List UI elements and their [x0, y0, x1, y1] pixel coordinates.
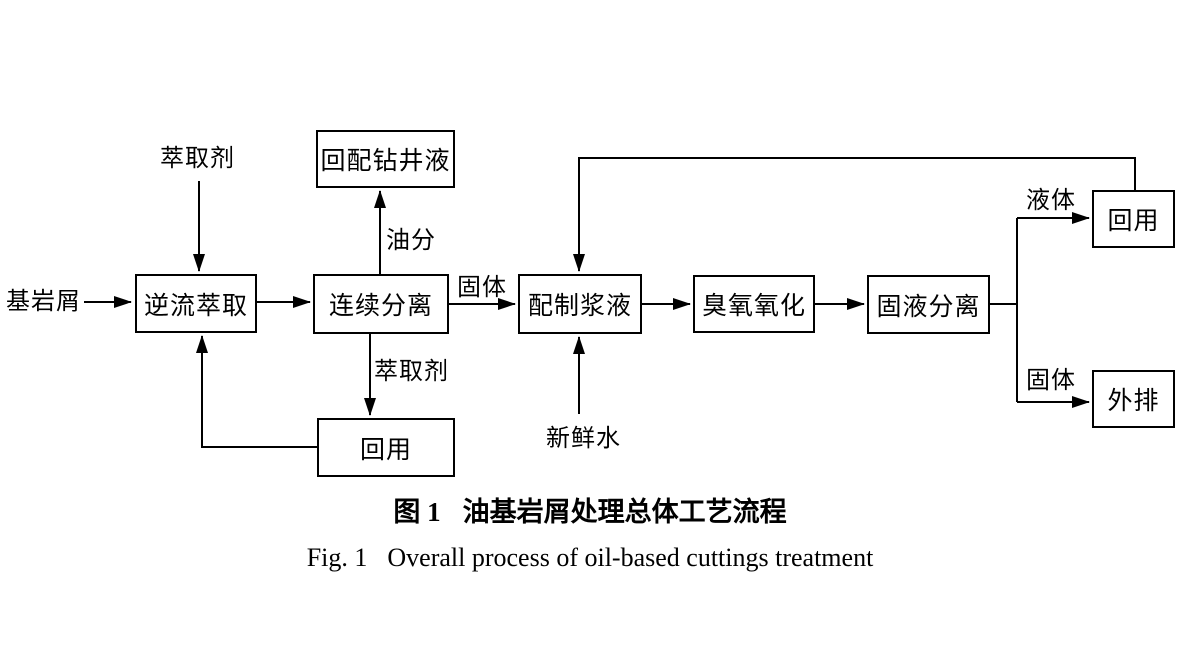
node-discharge: 外排	[1092, 370, 1175, 428]
node-reuse-extractant: 回用	[317, 418, 455, 477]
figure-caption-en: Fig. 1 Overall process of oil-based cutti…	[0, 543, 1180, 573]
node-countercurrent-extraction: 逆流萃取	[135, 274, 257, 333]
label-oil-fraction: 油分	[386, 228, 436, 254]
label-base-cuttings: 基岩屑	[6, 289, 81, 315]
node-solid-liquid-separation: 固液分离	[867, 275, 990, 334]
label-solid-out: 固体	[1026, 368, 1076, 394]
figure-number-zh: 图 1	[393, 497, 441, 527]
node-reuse-liquid: 回用	[1092, 190, 1175, 248]
label-extractant-mid: 萃取剂	[374, 359, 449, 385]
node-slurry-preparation: 配制浆液	[518, 274, 642, 334]
figure-title-en: Overall process of oil-based cuttings tr…	[387, 543, 874, 572]
node-continuous-separation: 连续分离	[313, 274, 449, 334]
node-label: 固液分离	[876, 293, 981, 321]
label-fresh-water: 新鲜水	[546, 426, 621, 452]
label-solid-mid: 固体	[457, 275, 507, 301]
node-label: 回用	[1107, 208, 1160, 235]
figure-title-zh: 油基岩屑处理总体工艺流程	[462, 497, 787, 527]
node-ozone-oxidation: 臭氧氧化	[693, 275, 815, 333]
node-label: 臭氧氧化	[701, 293, 806, 320]
figure-caption-zh: 图 1 油基岩屑处理总体工艺流程	[0, 490, 1180, 529]
node-label: 外排	[1107, 388, 1160, 415]
figure-number-en: Fig. 1	[306, 543, 368, 572]
node-label: 回配钻井液	[320, 148, 451, 175]
arrow-reuse-feedback-to-slurry	[573, 157, 1136, 272]
node-label: 配制浆液	[527, 293, 632, 320]
node-reblend-drilling-fluid: 回配钻井液	[316, 130, 455, 188]
node-label: 逆流萃取	[143, 292, 248, 320]
label-liquid-out: 液体	[1026, 188, 1076, 214]
node-label: 连续分离	[328, 293, 433, 320]
node-label: 回用	[359, 436, 412, 464]
arrow-reuse-return-to-extraction	[196, 335, 317, 448]
label-extractant-top: 萃取剂	[160, 146, 235, 172]
